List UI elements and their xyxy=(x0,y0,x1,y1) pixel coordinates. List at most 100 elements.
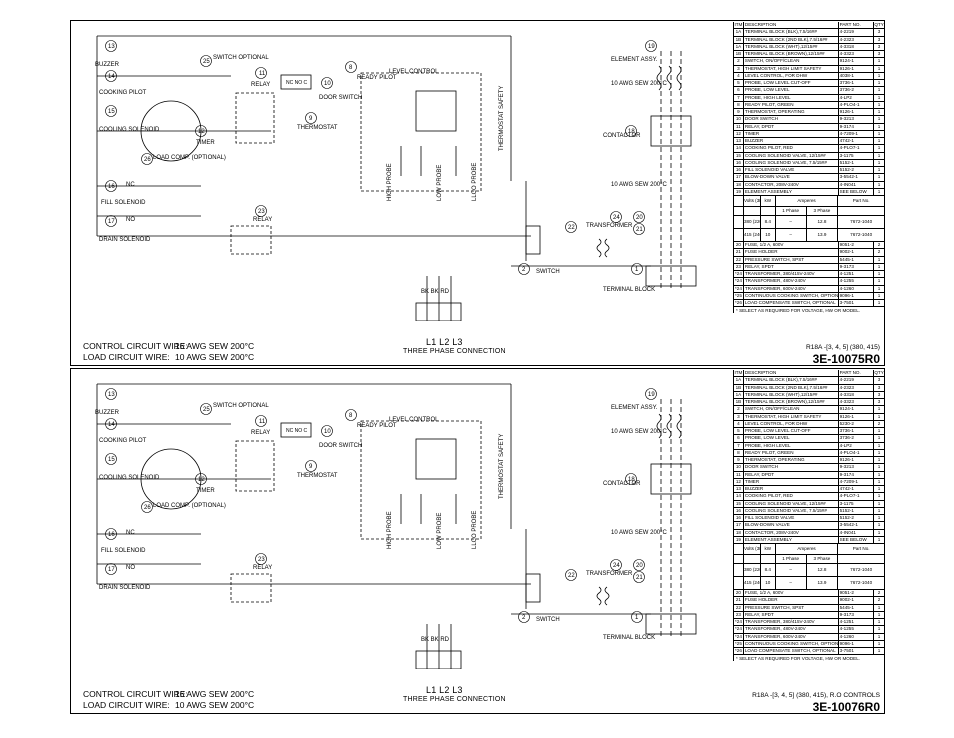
nc-no-c-label: NC NO C xyxy=(286,428,308,434)
load-comp-label: LOAD COMP. (OPTIONAL) xyxy=(153,155,226,161)
control-wire-value: 16 AWG SEW 200°C xyxy=(175,341,255,351)
terminal-block-label: TERMINAL BLOCK xyxy=(603,635,655,641)
load-wire-label: LOAD CIRCUIT WIRE: xyxy=(83,352,170,362)
llco-probe-label: LLCO PROBE xyxy=(472,511,478,549)
svg-text:23: 23 xyxy=(258,557,265,563)
phase-colors: BK BK RD xyxy=(421,637,450,643)
drawing-number: 3E-10075R0 xyxy=(812,352,880,366)
svg-text:25: 25 xyxy=(203,59,210,65)
relay-23-label: RELAY xyxy=(253,565,272,571)
wiring-sheet-1: 13 14 15 16 17 25 11 10 8 9 19 18 24 22 … xyxy=(70,20,885,366)
terminal-block-label: TERMINAL BLOCK xyxy=(603,287,655,293)
no-label: NO xyxy=(126,565,135,571)
svg-text:13: 13 xyxy=(108,44,115,50)
drain-solenoid-label: DRAIN SOLENOID xyxy=(99,585,151,591)
load-wire-value: 10 AWG SEW 200°C xyxy=(175,700,255,710)
load-comp-label: LOAD COMP. (OPTIONAL) xyxy=(153,503,226,509)
phase-caption: THREE PHASE CONNECTION xyxy=(403,696,506,703)
svg-text:1: 1 xyxy=(635,615,639,621)
svg-text:18: 18 xyxy=(628,477,635,483)
svg-text:20: 20 xyxy=(636,215,643,221)
svg-text:14: 14 xyxy=(108,74,115,80)
fill-solenoid-label: FILL SOLENOID xyxy=(101,200,146,206)
no-label: NO xyxy=(126,217,135,223)
phase-caption: THREE PHASE CONNECTION xyxy=(403,348,506,355)
drawing-number: 3E-10076R0 xyxy=(812,700,880,714)
element-assy-label: ELEMENT ASSY. xyxy=(611,405,658,411)
svg-text:10: 10 xyxy=(324,429,331,435)
nc-label: NC xyxy=(126,530,135,536)
svg-text:21: 21 xyxy=(636,227,643,233)
cooking-pilot-label: COOKING PILOT xyxy=(99,90,147,96)
awg-lower-label: 10 AWG SEW 200°C xyxy=(611,182,668,188)
level-control-label: LEVEL CONTROL xyxy=(389,69,439,75)
svg-text:22: 22 xyxy=(568,573,575,579)
switch-optional-label: SWITCH OPTIONAL xyxy=(213,403,269,409)
level-control-label: LEVEL CONTROL xyxy=(389,417,439,423)
timer-label: TIMER xyxy=(196,140,215,146)
door-switch-label: DOOR SWITCH xyxy=(319,443,362,449)
element-table: Volts (3PH) kW Amperes Part No. 1 Phase … xyxy=(734,544,884,590)
timer-label: TIMER xyxy=(196,488,215,494)
svg-text:15: 15 xyxy=(108,457,115,463)
svg-text:12: 12 xyxy=(198,129,205,135)
cooling-solenoid-label: COOLING SOLENOID xyxy=(99,475,160,481)
parts-header: ITM DESCRIPTION PART NO. QTY xyxy=(734,370,884,378)
svg-text:16: 16 xyxy=(108,184,115,190)
parts-note: * SELECT AS REQUIRED FOR VOLTAGE, HW OR … xyxy=(736,308,861,314)
svg-text:2: 2 xyxy=(522,267,526,273)
svg-text:23: 23 xyxy=(258,209,265,215)
svg-text:24: 24 xyxy=(613,563,620,569)
element-table: Volts (3PH) kW Amperes Part No. 1 Phase … xyxy=(734,196,884,242)
thermostat-safety-label: THERMOSTAT SAFETY xyxy=(499,86,505,151)
relay-23-label: RELAY xyxy=(253,217,272,223)
svg-text:8: 8 xyxy=(349,413,353,419)
svg-text:13: 13 xyxy=(108,392,115,398)
high-probe-label: HIGH PROBE xyxy=(387,163,393,201)
low-probe-label: LOW PROBE xyxy=(437,513,443,549)
svg-text:11: 11 xyxy=(259,71,266,77)
phase-labels: L1 L2 L3 xyxy=(426,685,463,695)
control-wire-label: CONTROL CIRCUIT WIRE: xyxy=(83,341,188,351)
svg-text:11: 11 xyxy=(259,419,266,425)
